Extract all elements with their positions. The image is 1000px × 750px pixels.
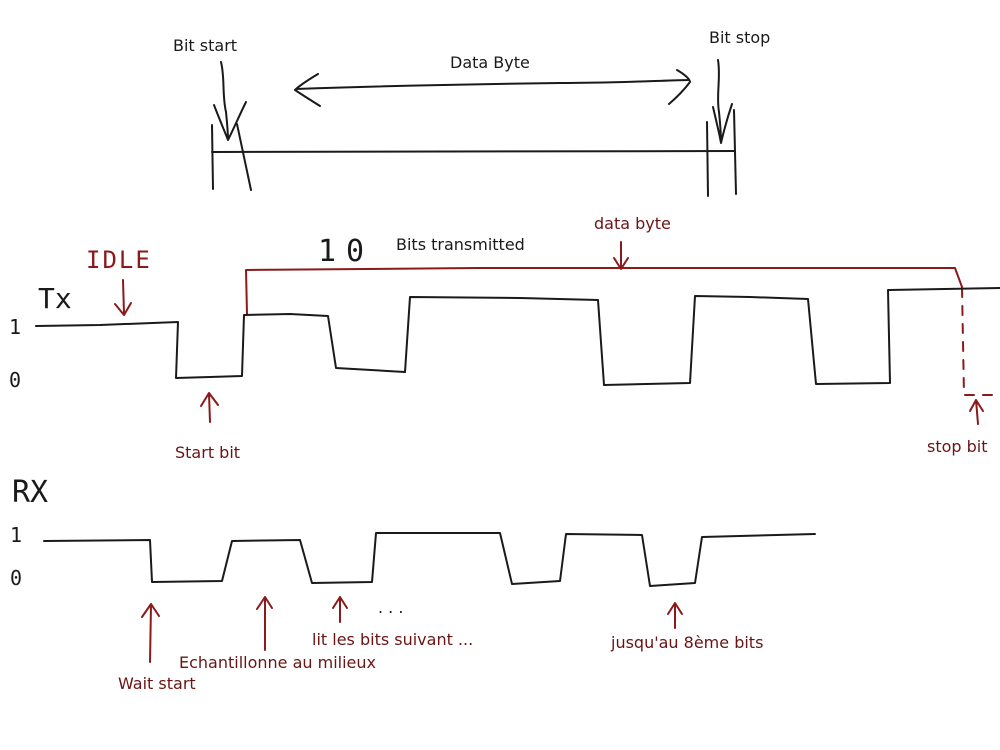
rx-waveform [43,532,816,587]
data-byte-label: Data Byte [450,53,530,72]
rx-section: RX 1 0 Wait start Echantillonne au milie… [10,475,816,693]
sample-middle-label: Echantillonne au milieux [179,653,376,672]
rx-signal-label: RX [12,475,48,510]
start-bit-label: Start bit [175,443,240,462]
tx-section: Tx 1 0 IDLE 10 Bits transmitted data byt… [9,214,1000,462]
read-next-label: lit les bits suivant ... [312,630,473,649]
rx-level-low: 0 [10,566,22,590]
data-byte-double-arrow-icon [294,69,691,107]
frame-diagram: Bit start Data Byte Bit stop [173,28,770,197]
tx-level-low: 0 [9,368,21,392]
tx-level-high: 1 [9,315,21,339]
frame-stop-bar-left [706,121,709,197]
idle-arrow-icon [114,279,132,316]
stop-bit-arrow-icon [969,399,984,425]
rx-level-high: 1 [10,523,22,547]
bit-start-label: Bit start [173,36,237,55]
data-byte-annotation: data byte [594,214,671,233]
frame-start-bar-right [236,123,252,191]
start-bit-arrow-icon [200,392,219,423]
until-8th-arrow-icon [667,602,683,629]
wait-start-label: Wait start [118,674,196,693]
bit-stop-label: Bit stop [709,28,770,47]
sample-middle-arrow-icon [256,596,273,651]
read-next-arrow-icon [332,596,348,623]
idle-label: IDLE [86,246,152,274]
until-8th-label: jusqu'au 8ème bits [610,633,763,652]
stop-bit-outline [961,287,1000,396]
bit-start-arrow-icon [213,61,247,141]
stop-bit-label: stop bit [927,437,988,456]
tx-signal-label: Tx [38,282,72,315]
frame-start-bar-left [211,124,214,190]
bit-count-label: Bits transmitted [396,235,525,254]
frame-line [211,150,736,153]
bit-count-digits: 10 [318,234,374,269]
data-byte-arrow-icon [613,241,629,270]
bit-stop-arrow-icon [712,59,733,144]
ellipsis-dots: . . . [378,598,403,617]
wait-start-arrow-icon [141,603,160,663]
data-byte-bracket [245,267,963,315]
tx-waveform [35,287,1000,386]
